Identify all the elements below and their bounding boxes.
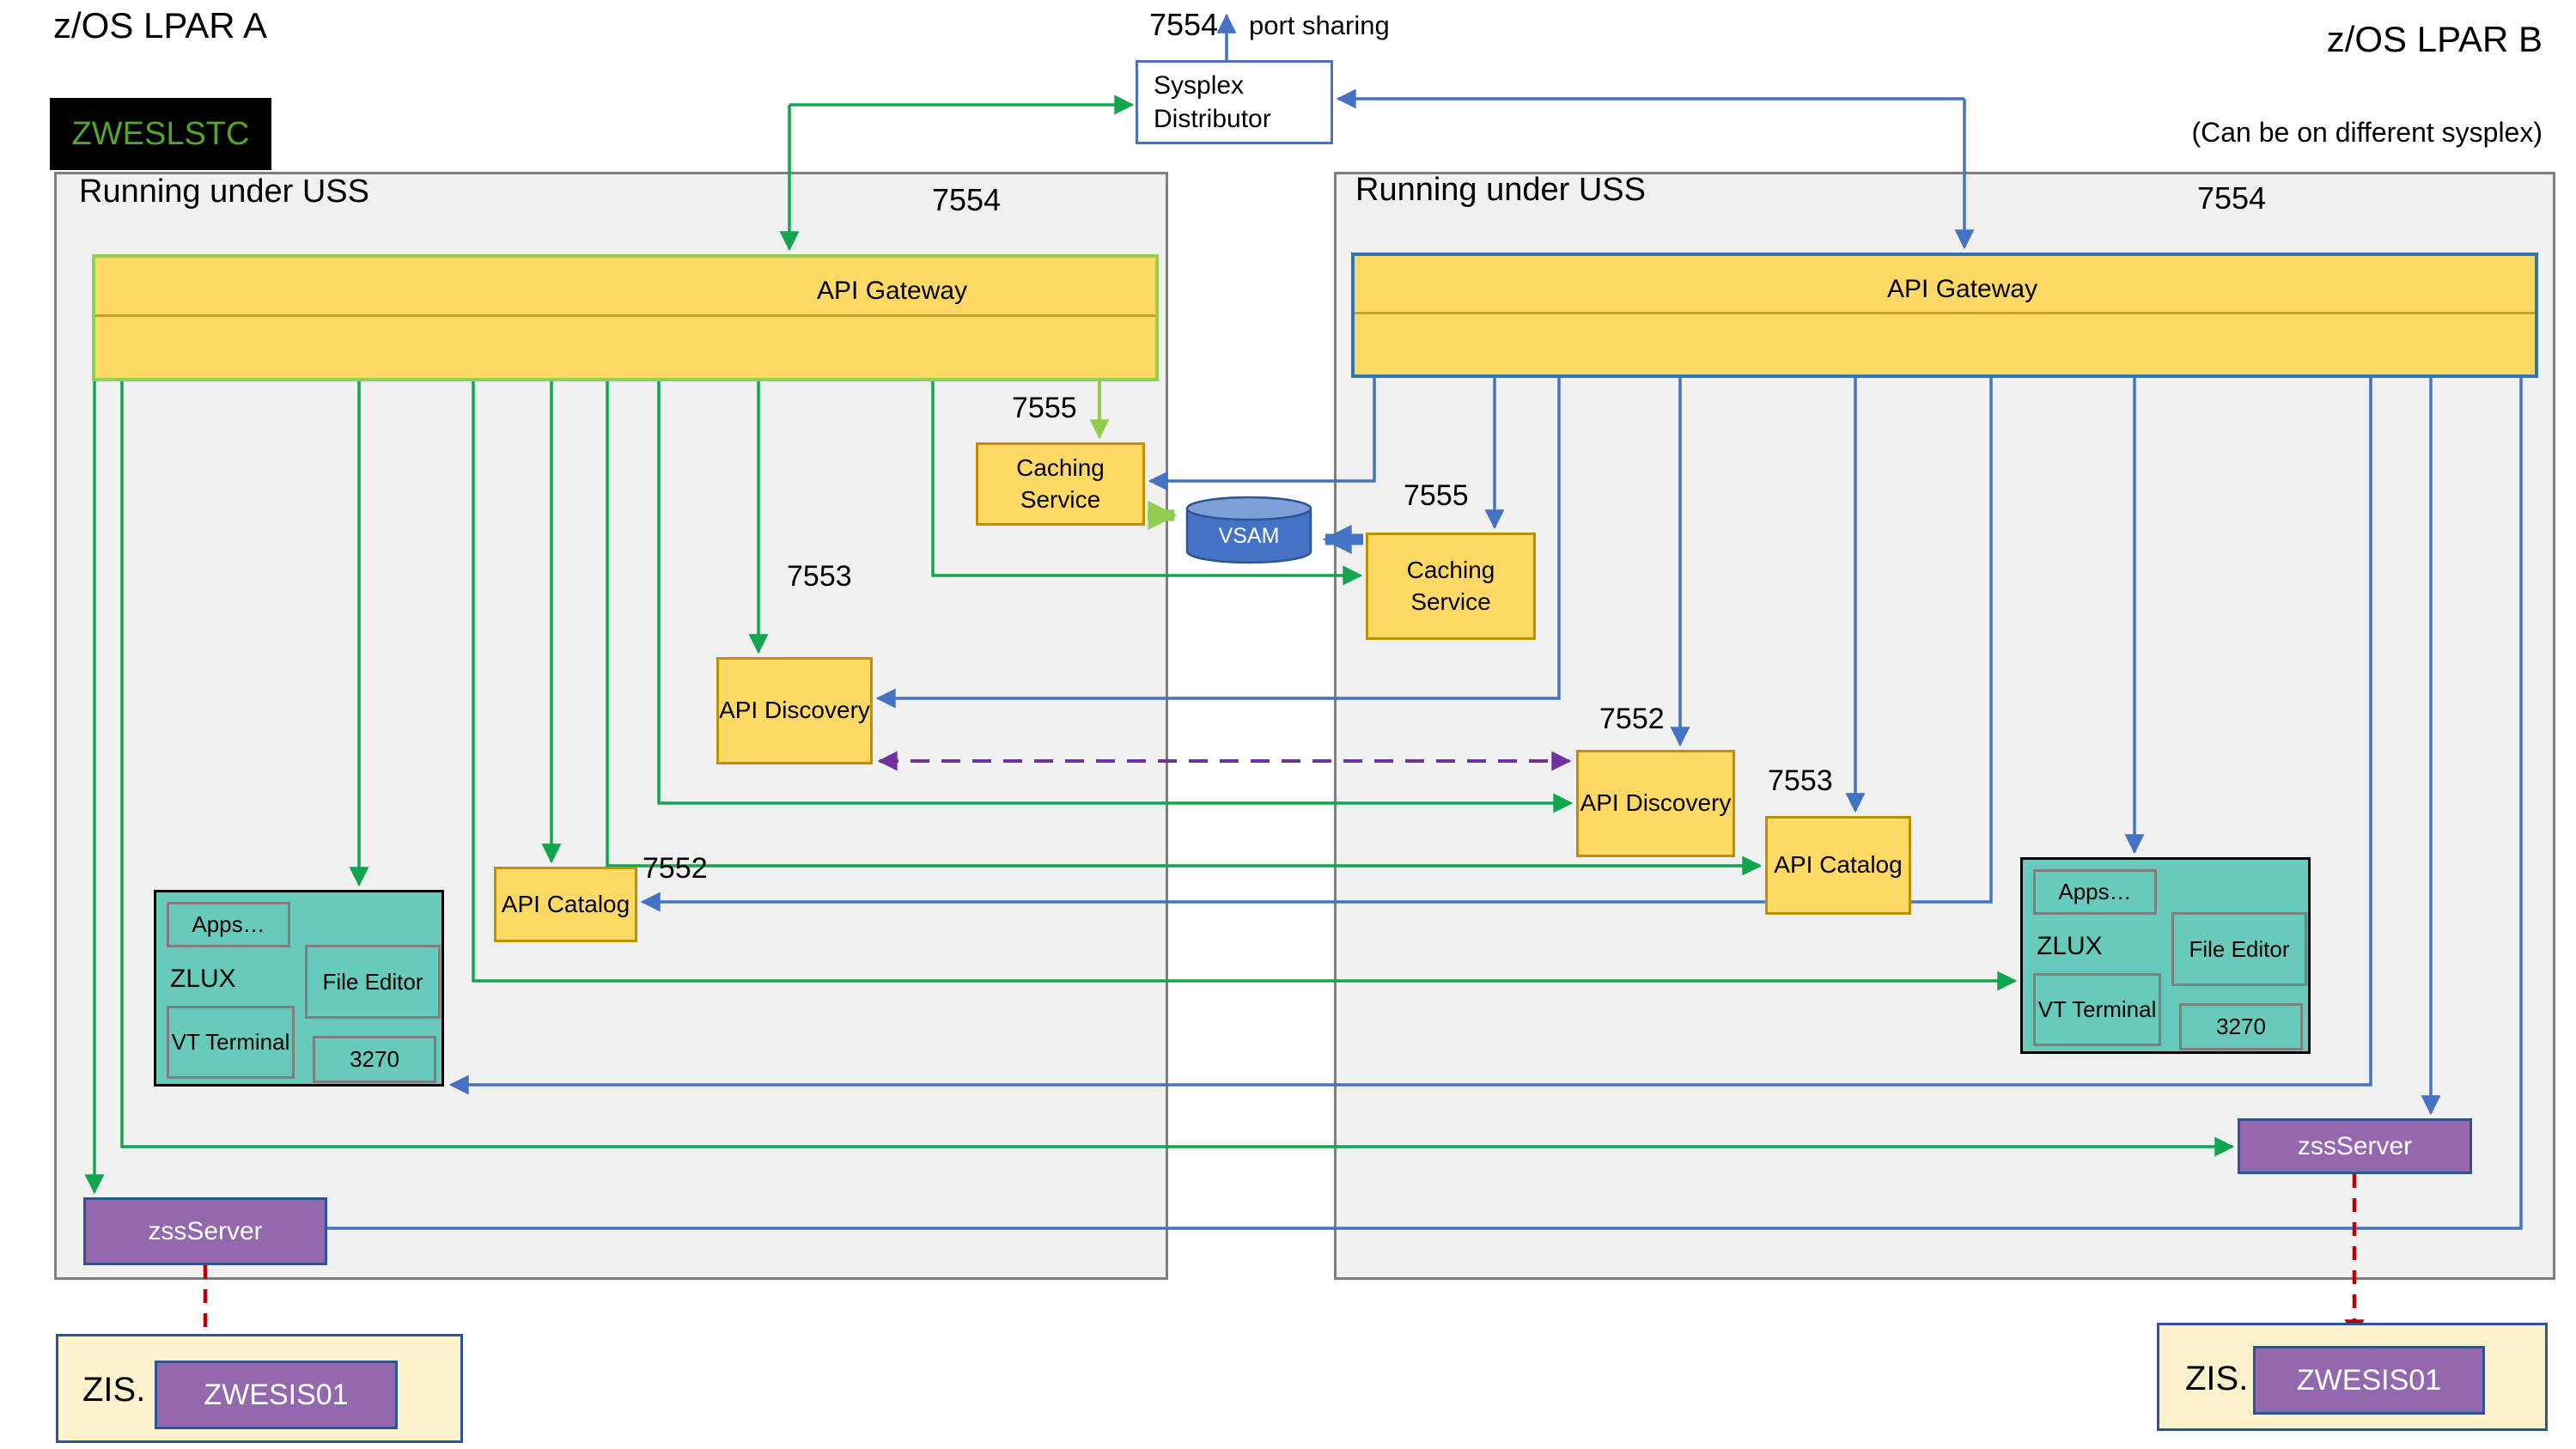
distributor-port: 7554 [1149, 7, 1219, 42]
arrow-gatewayA-to-discoveryB [657, 381, 1574, 813]
discovery-port-b: 7552 [1599, 703, 1665, 735]
arrow-gatewayA-to-zluxB [472, 381, 2018, 991]
zlux-b-apps: Apps… [2033, 869, 2157, 915]
zlux-b-vt-terminal: VT Terminal [2033, 973, 2161, 1046]
red-connectors [195, 1174, 2365, 1360]
caching-port-a: 7555 [1012, 392, 1077, 424]
gateway-b-divider [1355, 311, 2535, 314]
line-gatewayB-to-zssA [327, 378, 2523, 1230]
zis-a-label: ZIS. [82, 1371, 146, 1409]
api-catalog-a-box: API Catalog [494, 867, 637, 942]
zlux-a-label: ZLUX [170, 965, 236, 993]
caching-service-a-box: Caching Service [976, 442, 1145, 526]
api-discovery-a-box: API Discovery [716, 657, 873, 764]
blue-connectors [327, 13, 2523, 1230]
discovery-port-a: 7553 [787, 560, 852, 593]
arrow-gatewayA-to-zssB [120, 381, 2235, 1157]
zwesis01-a-box: ZWESIS01 [155, 1361, 398, 1429]
arrow-gatewayB-to-cachingA [1148, 378, 1376, 491]
lpar-b-title: z/OS LPAR B [2326, 19, 2543, 59]
lpar-b-note: (Can be on different sysplex) [2191, 117, 2543, 148]
zis-b-label: ZIS. [2185, 1360, 2249, 1397]
zweslstc-badge: ZWESLSTC [50, 98, 271, 170]
zlux-a-file-editor: File Editor [305, 945, 441, 1019]
api-gateway-b-box: API Gateway [1351, 253, 2538, 378]
caching-service-b-box: Caching Service [1366, 533, 1536, 640]
sysplex-distributor-box: Sysplex Distributor [1136, 60, 1333, 144]
api-catalog-b-box: API Catalog [1765, 816, 1911, 915]
caching-port-b: 7555 [1404, 479, 1469, 512]
zss-server-b-box: zssServer [2238, 1118, 2472, 1174]
zlux-b-box: Apps… ZLUX File Editor VT Terminal 3270 [2020, 857, 2311, 1054]
vsam-label: VSAM [1219, 524, 1280, 548]
zis-b-box: ZIS. ZWESIS01 [2157, 1323, 2548, 1431]
light-green-connectors [1089, 381, 1178, 530]
api-gateway-a-label: API Gateway [817, 277, 968, 305]
zlux-a-apps: Apps… [167, 902, 290, 947]
zis-a-box: ZIS. ZWESIS01 [56, 1334, 463, 1443]
arrow-gatewayB-to-discoveryA [875, 378, 1561, 709]
sysplex-distributor-label: Sysplex Distributor [1154, 71, 1271, 133]
arrow-gatewayA-to-catalogB [606, 381, 1763, 876]
vsam-database: VSAM [1185, 496, 1312, 564]
catalog-port-a: 7552 [642, 852, 708, 885]
zlux-b-label: ZLUX [2037, 932, 2103, 960]
zlux-a-box: Apps… ZLUX File Editor VT Terminal 3270 [154, 890, 444, 1087]
green-connectors [84, 94, 2235, 1195]
api-gateway-b-label: API Gateway [1887, 275, 2038, 303]
arrow-gatewayA-to-cachingB [931, 381, 1363, 586]
zlux-a-3270: 3270 [313, 1036, 436, 1083]
zss-server-a-box: zssServer [83, 1197, 327, 1265]
gateway-a-divider [95, 314, 1155, 317]
api-gateway-a-box: API Gateway [92, 254, 1159, 381]
uss-header-b: Running under USS [1355, 172, 1646, 208]
zlux-b-3270: 3270 [2179, 1003, 2303, 1050]
gateway-port-b: 7554 [2197, 180, 2267, 216]
zlux-a-vt-terminal: VT Terminal [167, 1006, 295, 1079]
gateway-port-a: 7554 [932, 182, 1002, 217]
zwesis01-b-box: ZWESIS01 [2253, 1346, 2485, 1415]
zlux-b-file-editor: File Editor [2171, 912, 2307, 986]
lpar-a-title: z/OS LPAR A [53, 5, 267, 46]
uss-header-a: Running under USS [79, 174, 369, 210]
api-discovery-b-box: API Discovery [1576, 750, 1735, 857]
arrow-gatewayB-to-zluxA [448, 378, 2372, 1095]
port-sharing-note: port sharing [1249, 10, 1390, 40]
catalog-port-b: 7553 [1768, 764, 1833, 797]
arrow-gatewayB-to-catalogA [640, 378, 1993, 912]
